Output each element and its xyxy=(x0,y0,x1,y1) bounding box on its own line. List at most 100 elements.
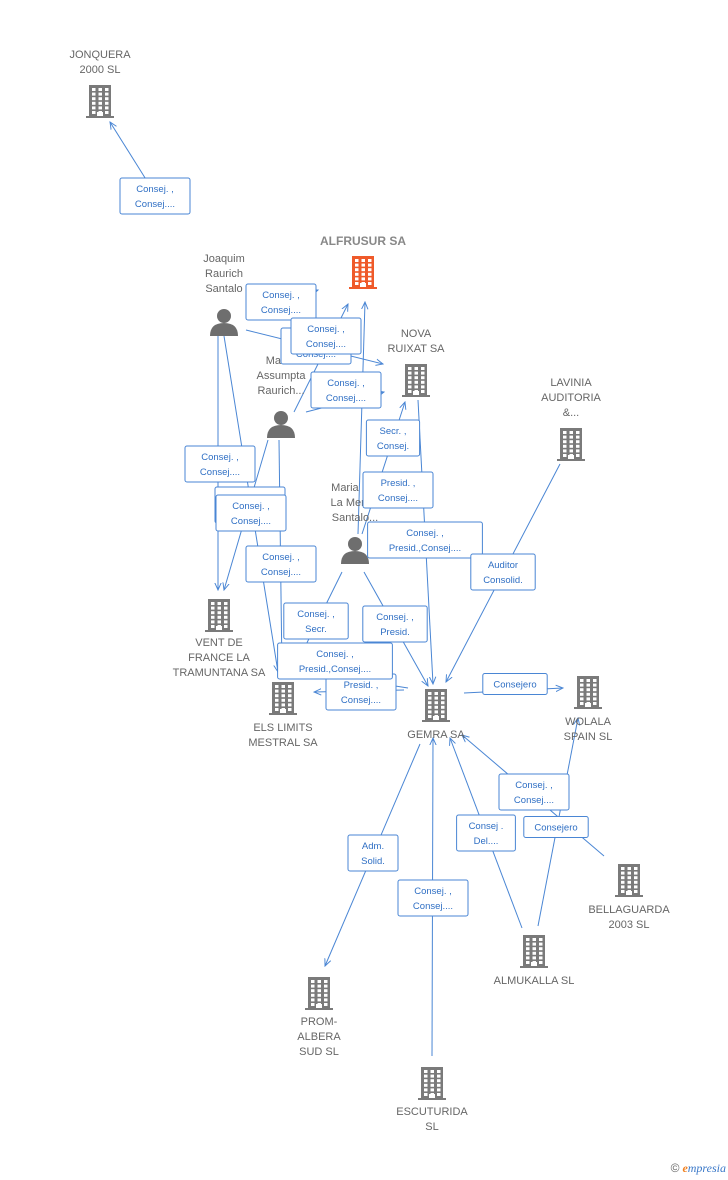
building-window xyxy=(105,88,109,91)
edge-label-gemra-to-limits[interactable]: Presid. ,Consej.... xyxy=(325,673,397,711)
building-window xyxy=(627,880,631,884)
building-window xyxy=(593,688,597,692)
building-door xyxy=(585,703,591,708)
person-head xyxy=(217,309,231,323)
building-window xyxy=(224,606,228,610)
node-almukalla[interactable]: ALMUKALLA SL xyxy=(494,935,575,987)
building-window xyxy=(324,1003,328,1006)
building-window xyxy=(539,956,543,960)
building-window xyxy=(428,705,432,709)
person-body xyxy=(210,323,238,336)
node-alfrusur[interactable]: ALFRUSUR SA xyxy=(320,234,406,289)
node-gemra[interactable]: GEMRA SA xyxy=(407,689,465,741)
edge-label-maria_d-to-gemra[interactable]: Consej. ,Presid. xyxy=(362,605,428,643)
building-window xyxy=(414,371,418,375)
edge-label-box xyxy=(184,445,256,483)
building-window xyxy=(275,689,279,693)
building-window xyxy=(424,1074,428,1078)
building-window xyxy=(621,880,625,884)
building-window xyxy=(430,1079,434,1083)
edge-label-box xyxy=(365,419,421,457)
building-window xyxy=(92,111,96,114)
building-window xyxy=(311,989,315,993)
building-window xyxy=(368,272,372,276)
edge-label-almukalla-to-gemra[interactable]: Consej .Del.... xyxy=(456,814,516,852)
edge-label-maria_d-to-nova[interactable]: Presid. ,Consej.... xyxy=(362,471,434,509)
edge-label-joaquim-to-vent[interactable]: Consej. ,Consej.... xyxy=(184,445,256,483)
building-window xyxy=(224,602,228,605)
building-window xyxy=(580,692,584,696)
node-label: JONQUERA xyxy=(69,49,131,61)
edge-label-escuturida-to-gemra[interactable]: Consej. ,Consej.... xyxy=(397,879,469,917)
building-window xyxy=(275,694,279,698)
building-window xyxy=(421,367,425,370)
edge-label-gemra-to-wolala[interactable]: Consejero xyxy=(482,673,548,695)
edge-label-text: Presid. , xyxy=(344,680,379,691)
edge-label-box xyxy=(498,773,570,811)
edge-label-maria_a-to-alfrusur[interactable]: Consej. ,Consej.... xyxy=(290,317,362,355)
edge-label-maria_a-to-limits[interactable]: Consej. ,Consej.... xyxy=(245,545,317,583)
node-maria_a[interactable]: Mari...AssumptaRaurich... xyxy=(257,355,307,438)
building-window xyxy=(421,376,425,380)
edge-label-nova-to-gemra[interactable]: Consej. ,Presid.,Consej.... xyxy=(367,521,483,559)
node-label: MESTRAL SA xyxy=(248,737,318,749)
edge-labels-layer: Consej. ,Consej....Consej. ,Consej....Co… xyxy=(119,177,589,917)
building-window xyxy=(627,885,631,889)
edge-label-joaquim-to-jonquera[interactable]: Consej. ,Consej.... xyxy=(119,177,191,215)
building-window xyxy=(275,703,279,707)
building-window xyxy=(421,380,425,384)
edge-label-gemra-to-prom[interactable]: Adm.Solid. xyxy=(347,834,399,872)
edge-label-maria_d-to-limits[interactable]: Consej. ,Secr. xyxy=(283,602,349,640)
edge-label-text: Consej.... xyxy=(231,516,271,527)
building-base xyxy=(269,713,297,715)
node-label: TRAMUNTANA SA xyxy=(173,667,266,679)
footer-brand: © empresia xyxy=(671,1161,726,1176)
edge-label-text: Consej. , xyxy=(307,324,345,335)
building-window xyxy=(317,989,321,993)
node-lavinia[interactable]: LAVINIAAUDITORIA&... xyxy=(541,377,602,461)
building-door xyxy=(433,716,439,721)
edge-label-maria_a-to-nova[interactable]: Consej. ,Consej.... xyxy=(310,371,382,409)
building-window xyxy=(324,984,328,988)
building-window xyxy=(593,692,597,696)
building-window xyxy=(621,876,625,880)
edge-label-box xyxy=(310,371,382,409)
edge-label-bellaguarda-to-gemra[interactable]: Consej. ,Consej.... xyxy=(498,773,570,811)
building-window xyxy=(361,259,365,262)
building-window xyxy=(288,708,292,711)
edge-label-box xyxy=(283,602,349,640)
edge-label-maria_a-to-vent[interactable]: Consej. ,Consej.... xyxy=(215,494,287,532)
building-window xyxy=(434,710,438,714)
building-window xyxy=(288,689,292,693)
building-window xyxy=(355,277,359,281)
building-window xyxy=(437,1093,441,1096)
building-door xyxy=(280,709,286,714)
edge-label-text: Consej . xyxy=(469,821,504,832)
node-label: ALMUKALLA SL xyxy=(494,975,575,987)
building-window xyxy=(105,106,109,110)
edge-label-gemra-to-limits[interactable]: Consej. ,Presid.,Consej.... xyxy=(277,642,393,680)
edge-label-text: Presid.,Consej.... xyxy=(299,664,371,675)
edge-label-joaquim-to-alfrusur[interactable]: Consej. ,Consej.... xyxy=(245,283,317,321)
building-window xyxy=(361,277,365,281)
edge-label-text: Solid. xyxy=(361,856,385,867)
building-window xyxy=(361,272,365,276)
building-window xyxy=(408,385,412,389)
edge-label-almukalla-to-wolala[interactable]: Consejero xyxy=(523,816,589,838)
building-window xyxy=(317,984,321,988)
building-window xyxy=(217,606,221,610)
building-window xyxy=(593,702,597,705)
edge-label-text: Consej. xyxy=(377,441,409,452)
building-window xyxy=(532,956,536,960)
edge-label-maria_d-to-alfrusur[interactable]: Secr. ,Consej. xyxy=(365,419,421,457)
